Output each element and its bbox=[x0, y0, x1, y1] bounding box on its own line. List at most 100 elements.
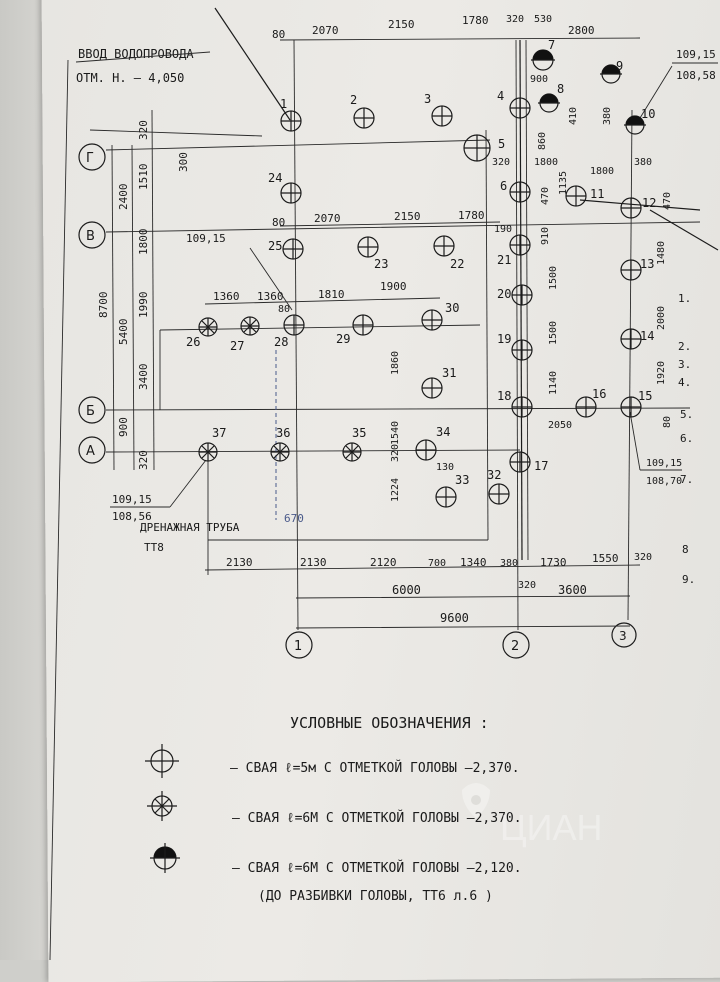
legend-item-3-note: (ДО РАЗБИВКИ ГОЛОВЫ, ТТ6 л.6 ) bbox=[258, 889, 493, 904]
svg-text:1780: 1780 bbox=[458, 209, 485, 222]
svg-text:5400: 5400 bbox=[117, 319, 130, 346]
svg-text:2: 2 bbox=[350, 93, 357, 107]
svg-text:31: 31 bbox=[442, 366, 456, 380]
svg-text:1: 1 bbox=[294, 639, 302, 654]
svg-text:1500: 1500 bbox=[548, 321, 559, 345]
svg-text:36: 36 bbox=[276, 426, 290, 440]
legend-item-3: — СВАЯ ℓ=6М С ОТМЕТКОЙ ГОЛОВЫ –2,120. bbox=[232, 860, 522, 876]
svg-text:380: 380 bbox=[500, 558, 518, 569]
pile-21 bbox=[509, 234, 531, 256]
svg-text:17: 17 bbox=[534, 459, 548, 473]
water-inlet-leader bbox=[214, 7, 291, 121]
elevation-left: 109,15 108,56 bbox=[110, 459, 207, 523]
svg-text:3: 3 bbox=[619, 629, 627, 643]
svg-text:900: 900 bbox=[530, 74, 548, 85]
svg-text:13: 13 bbox=[640, 257, 654, 271]
svg-text:12: 12 bbox=[642, 196, 656, 210]
svg-text:22: 22 bbox=[450, 257, 464, 271]
svg-text:7.: 7. bbox=[680, 473, 693, 486]
inlet-pipe bbox=[89, 129, 263, 137]
pile-26 bbox=[198, 317, 218, 337]
pile-3 bbox=[431, 105, 453, 127]
svg-text:ДРЕНАЖНАЯ ТРУБА: ДРЕНАЖНАЯ ТРУБА bbox=[140, 521, 240, 534]
svg-text:16: 16 bbox=[592, 387, 606, 401]
svg-text:1.: 1. bbox=[678, 292, 691, 305]
svg-text:1860: 1860 bbox=[390, 351, 401, 375]
svg-text:4: 4 bbox=[497, 89, 504, 103]
pile-5 bbox=[463, 134, 491, 162]
mid-dimension-row: 1360 1360 80 1810 1900 bbox=[204, 280, 441, 315]
pile-type1-group bbox=[280, 97, 642, 508]
elevation-mid: 109,15 bbox=[186, 232, 293, 311]
legend-item-1: — СВАЯ ℓ=5м С ОТМЕТКОЙ ГОЛОВЫ –2,370. bbox=[230, 760, 520, 776]
pile-10 bbox=[624, 115, 646, 135]
svg-text:5.: 5. bbox=[680, 408, 693, 421]
svg-text:1224: 1224 bbox=[390, 478, 401, 502]
pile-37 bbox=[198, 442, 218, 462]
pile-2 bbox=[353, 107, 375, 129]
svg-text:8: 8 bbox=[557, 82, 564, 96]
water-inlet-mark: ОТМ. Н. – 4,050 bbox=[76, 71, 184, 85]
pile-19 bbox=[511, 339, 533, 361]
pile-36 bbox=[270, 442, 290, 462]
row-axis-A: А bbox=[78, 436, 521, 464]
svg-text:530: 530 bbox=[534, 14, 552, 25]
pile-type3-group bbox=[531, 49, 646, 135]
svg-text:20: 20 bbox=[497, 287, 511, 301]
legend-symbol-type1 bbox=[145, 744, 179, 778]
svg-text:1480: 1480 bbox=[656, 241, 667, 265]
svg-text:320: 320 bbox=[506, 14, 524, 25]
svg-text:2070: 2070 bbox=[312, 24, 339, 37]
pile-27 bbox=[240, 316, 260, 336]
svg-text:320: 320 bbox=[518, 580, 536, 591]
pile-30 bbox=[421, 309, 443, 331]
svg-text:6.: 6. bbox=[680, 432, 693, 445]
svg-text:2.: 2. bbox=[678, 340, 691, 353]
svg-text:18: 18 bbox=[497, 389, 511, 403]
pile-29 bbox=[352, 314, 374, 336]
svg-text:6: 6 bbox=[500, 179, 507, 193]
svg-text:80: 80 bbox=[278, 304, 290, 315]
margin-line bbox=[49, 59, 69, 960]
svg-text:В: В bbox=[86, 229, 95, 244]
svg-text:3: 3 bbox=[424, 92, 431, 106]
svg-text:1360: 1360 bbox=[213, 290, 240, 303]
svg-text:1360: 1360 bbox=[257, 290, 284, 303]
svg-text:2120: 2120 bbox=[370, 556, 397, 569]
pile-8 bbox=[538, 93, 560, 113]
svg-text:Г: Г bbox=[86, 151, 94, 166]
svg-text:3600: 3600 bbox=[558, 583, 587, 597]
svg-text:32: 32 bbox=[487, 468, 501, 482]
pile-labels: 1 2 3 4 5 6 7 8 9 10 11 12 13 14 15 16 1… bbox=[186, 38, 656, 487]
svg-text:21: 21 bbox=[497, 253, 511, 267]
wall-line-b bbox=[525, 39, 529, 561]
svg-text:470: 470 bbox=[662, 192, 673, 210]
legend-symbol-type2 bbox=[147, 791, 177, 821]
svg-text:1900: 1900 bbox=[380, 280, 407, 293]
pile-33 bbox=[435, 486, 457, 508]
svg-text:2000: 2000 bbox=[656, 306, 667, 330]
svg-text:3400: 3400 bbox=[137, 364, 150, 391]
svg-text:1: 1 bbox=[280, 97, 287, 111]
svg-text:1340: 1340 bbox=[460, 556, 487, 569]
pile-6 bbox=[509, 181, 531, 203]
svg-text:28: 28 bbox=[274, 335, 288, 349]
svg-text:1540: 1540 bbox=[390, 421, 401, 445]
total-dimension-row: 6000 3600 9600 bbox=[295, 583, 631, 629]
svg-text:1135: 1135 bbox=[558, 171, 569, 195]
pile-35 bbox=[342, 442, 362, 462]
pile-25 bbox=[282, 238, 304, 260]
svg-text:А: А bbox=[86, 444, 95, 459]
svg-text:24: 24 bbox=[268, 171, 282, 185]
pile-7 bbox=[531, 49, 555, 71]
svg-text:33: 33 bbox=[455, 473, 469, 487]
svg-text:1800: 1800 bbox=[137, 229, 150, 256]
row-axis-G: Г bbox=[78, 139, 491, 171]
svg-text:1990: 1990 bbox=[137, 292, 150, 319]
svg-text:1500: 1500 bbox=[548, 266, 559, 290]
svg-text:2070: 2070 bbox=[314, 212, 341, 225]
svg-text:130: 130 bbox=[436, 462, 454, 473]
svg-text:380: 380 bbox=[602, 107, 613, 125]
pile-12 bbox=[620, 197, 642, 219]
svg-text:14: 14 bbox=[640, 329, 654, 343]
